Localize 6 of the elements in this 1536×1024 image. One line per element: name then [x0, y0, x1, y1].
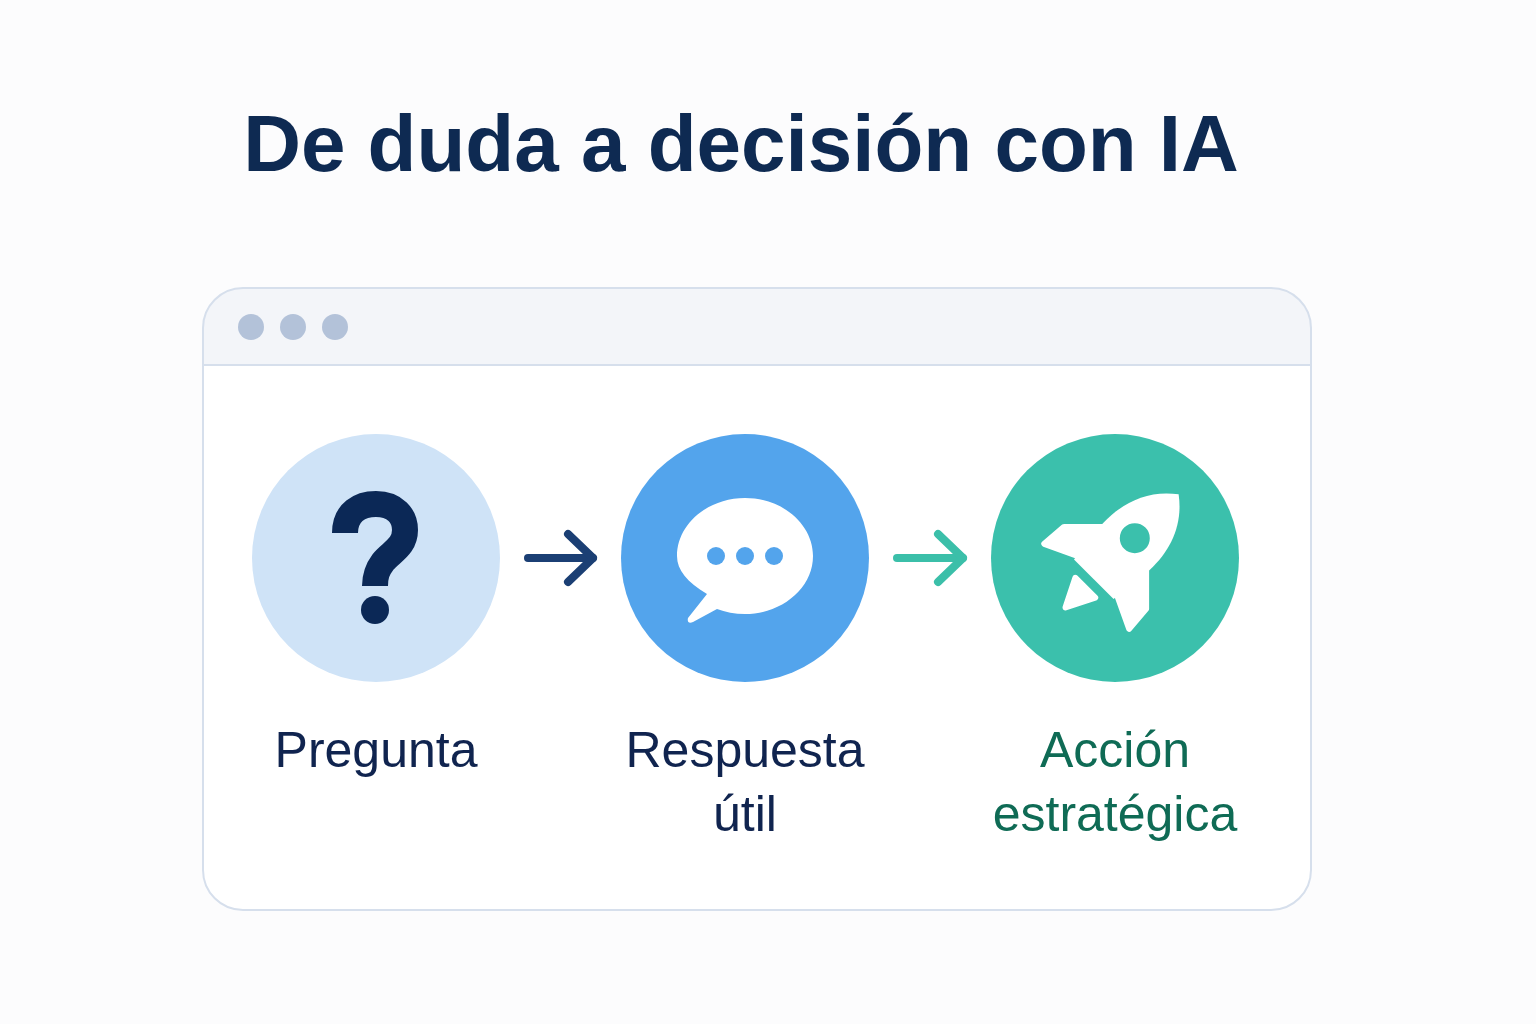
- title: De duda a decisión con IA: [243, 104, 1239, 184]
- arrow: [893, 530, 967, 586]
- arrow: [524, 530, 597, 586]
- step-label: Pregunta: [274, 722, 478, 778]
- step-label: Respuesta útil: [625, 722, 865, 842]
- step-label: Acción estratégica: [992, 722, 1238, 842]
